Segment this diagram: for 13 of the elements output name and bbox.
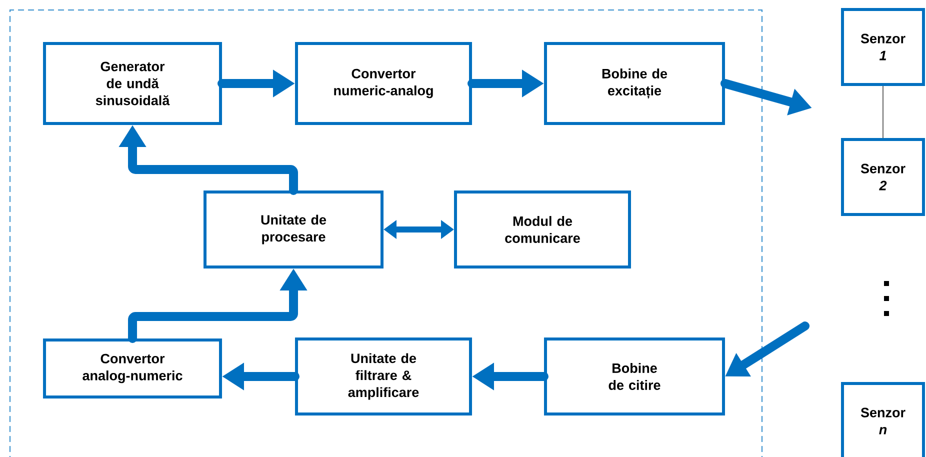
process-box: Unitate de procesare — [204, 190, 384, 268]
process-box: Bobine de excitație — [544, 42, 725, 125]
process-box: Convertor analog-numeric — [43, 338, 222, 398]
sensor-box: Senzor n — [841, 382, 925, 457]
sensor-box: Senzor 1 — [841, 8, 925, 86]
dashed-frame — [10, 10, 762, 457]
connector-line — [882, 86, 884, 138]
process-box: Modul de comunicare — [454, 190, 631, 268]
sensor-box: Senzor 2 — [841, 138, 925, 216]
process-box: Generator de undă sinusoidală — [43, 42, 222, 125]
process-box: Convertor numeric-analog — [295, 42, 472, 125]
process-box: Bobine de citire — [544, 338, 725, 416]
process-box: Unitate de filtrare & amplificare — [295, 338, 472, 416]
